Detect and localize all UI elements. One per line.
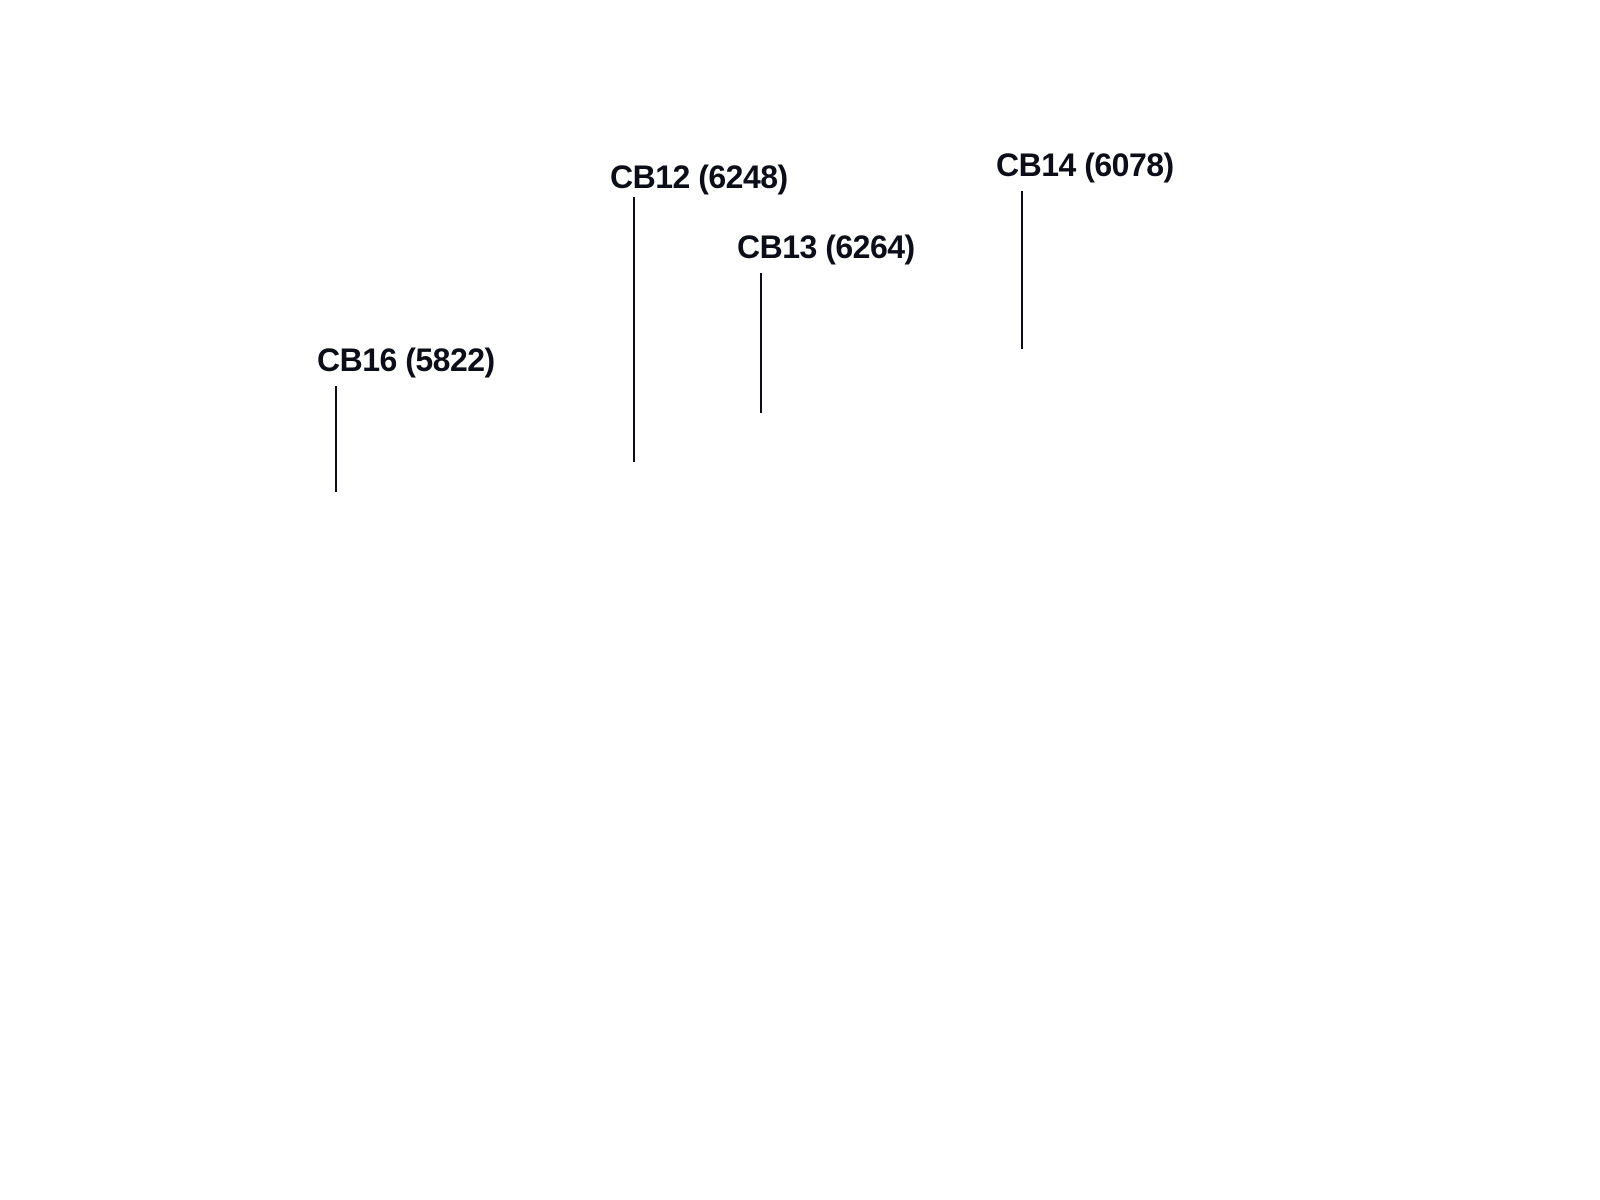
marker-label-cb14: CB14 (6078): [996, 147, 1174, 183]
marker-line-cb16: [335, 386, 337, 492]
marker-line-cb14: [1021, 191, 1023, 349]
marker-line-cb12: [633, 197, 635, 462]
marker-line-cb13: [760, 273, 762, 413]
marker-label-cb16: CB16 (5822): [317, 342, 495, 378]
marker-label-cb12: CB12 (6248): [610, 159, 788, 195]
marker-label-cb13: CB13 (6264): [737, 229, 915, 265]
